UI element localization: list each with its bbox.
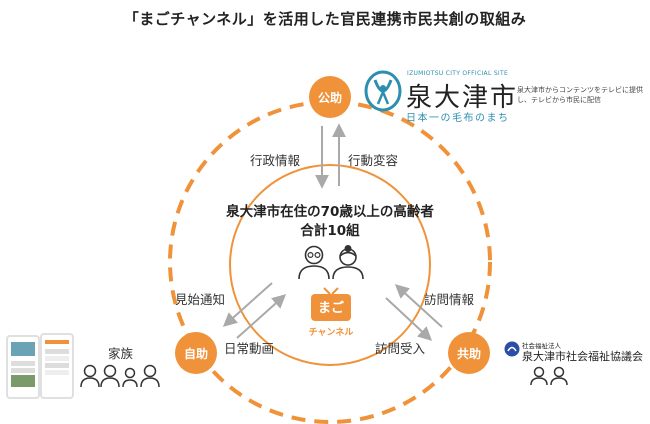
elderly-couple-icon [296,244,366,280]
mago-logo-sub: チャンネル [308,328,354,338]
visit-info-arrow [394,284,443,328]
behavior-change-label: 行動変容 [348,153,399,168]
mutual-aid-node: 共助 [448,332,490,374]
outer-dashed-ring [168,100,492,424]
council-name: 泉大津市社会福祉協議会 [522,350,643,363]
watch-notice-label: 見始通知 [175,292,226,307]
mago-logo-text: まご [317,301,344,316]
content-note: 泉大津市からコンテンツをテレビに提供し、テレビから市民に配信 [517,86,643,104]
family-icon [80,364,160,388]
public-aid-node: 公助 [309,76,351,118]
target-line-2: 合計10組 [300,223,360,239]
app-screenshot-2 [40,333,74,399]
visit-accept-label: 訪問受入 [375,341,426,356]
council-type: 社会福祉法人 [522,342,561,350]
family-label: 家族 [108,346,134,361]
council-emblem-icon [504,341,520,357]
city-name: 泉大津市 [406,83,519,113]
city-official-site: IZUMIOTSU CITY OFFICIAL SITE [407,70,509,77]
self-aid-node: 自助 [175,332,217,374]
page-title: 「まごチャンネル」を活用した官民連携市民共創の取組み [123,10,527,28]
city-emblem-icon [362,70,404,112]
daily-video-label: 日常動画 [224,341,275,356]
target-line-1: 泉大津市在住の70歳以上の高齢者 [226,204,434,220]
visit-info-label: 訪問情報 [424,292,475,307]
inner-ring [229,164,431,366]
city-tagline: 日本一の毛布のまち [406,113,510,124]
target-description: 泉大津市在住の70歳以上の高齢者 合計10組 [195,203,465,241]
tv-icon [309,287,353,323]
gov-info-label: 行政情報 [250,153,301,168]
visit-accept-arrow [385,297,433,341]
daily-video-arrow [236,294,287,339]
watch-notice-arrow [222,282,273,327]
staff-icon [530,366,568,386]
app-screenshot-1 [6,335,40,399]
